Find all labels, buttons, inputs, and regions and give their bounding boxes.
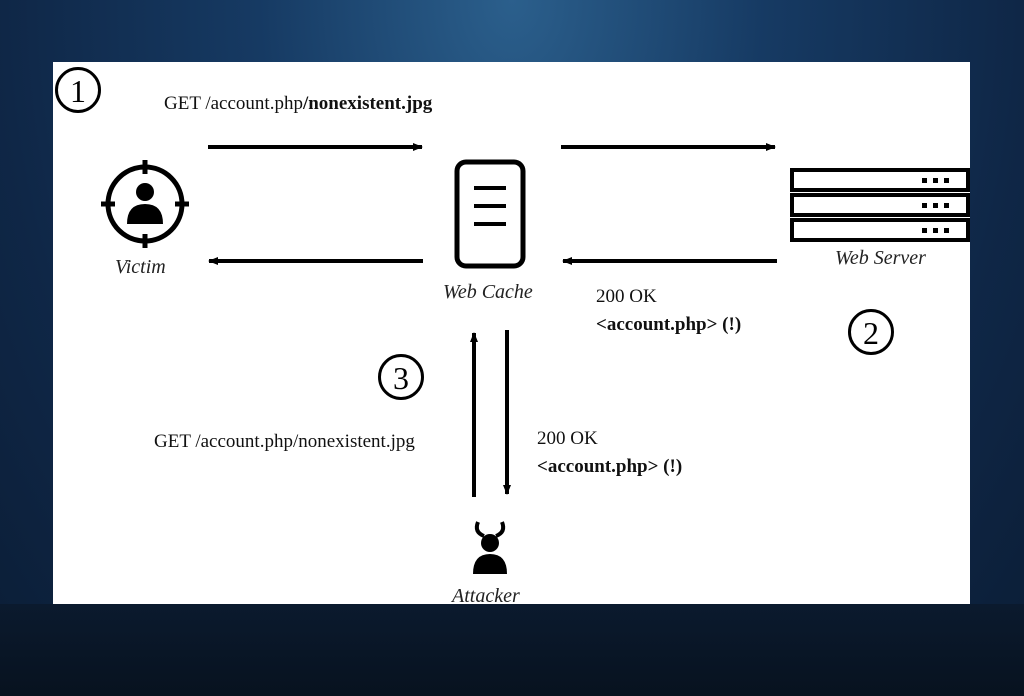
attacker-icon xyxy=(473,521,507,574)
web-cache-label: Web Cache xyxy=(443,281,533,303)
diagram-graphics xyxy=(101,143,970,574)
step-2-marker: 2 xyxy=(848,309,894,355)
attacker-request-label: GET /account.php/nonexistent.jpg xyxy=(154,431,415,452)
victim-label: Victim xyxy=(115,256,166,278)
web-server-icon xyxy=(790,168,970,242)
server-response-status: 200 OK xyxy=(596,286,657,307)
web-cache-icon xyxy=(454,159,526,269)
victim-request-label: GET /account.php/nonexistent.jpg xyxy=(164,93,432,115)
victim-request-path: GET /account.php xyxy=(164,93,303,114)
bottom-band xyxy=(0,604,1024,696)
cache-response-status: 200 OK xyxy=(537,428,598,449)
step-1-marker: 1 xyxy=(55,67,101,113)
web-server-label: Web Server xyxy=(835,247,926,269)
victim-request-suffix: /nonexistent.jpg xyxy=(302,93,433,114)
cache-response-body: <account.php> (!) xyxy=(537,456,683,477)
step-3-marker: 3 xyxy=(378,354,424,400)
attacker-label: Attacker xyxy=(452,585,520,604)
server-response-body: <account.php> (!) xyxy=(596,314,742,335)
diagram-panel: 1 2 3 GET /account.php/nonexistent.jpg 2… xyxy=(53,62,970,604)
victim-target-icon xyxy=(101,160,189,248)
